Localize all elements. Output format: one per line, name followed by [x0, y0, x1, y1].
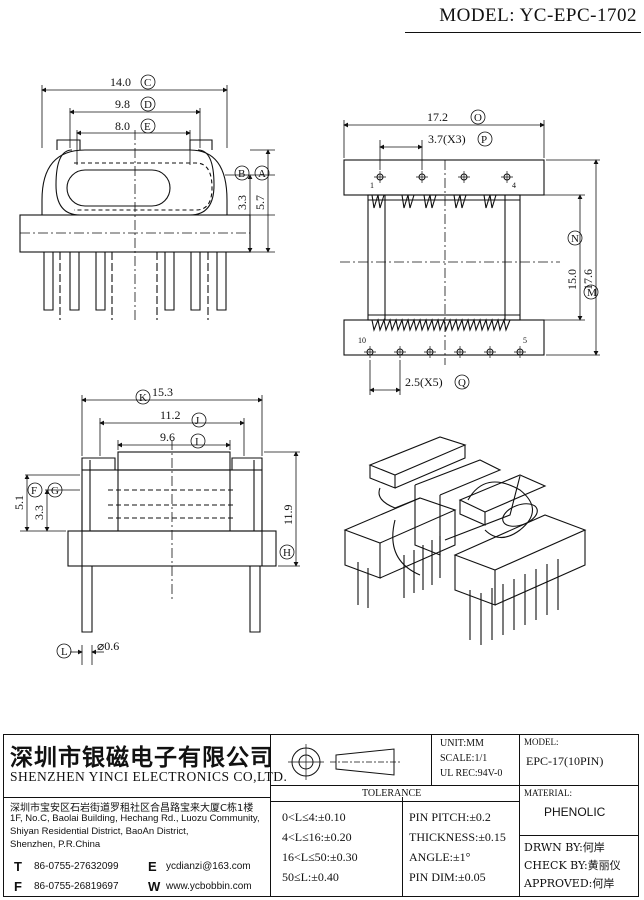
dim-11-9: 11.9 — [281, 504, 295, 525]
top-right-view — [343, 159, 545, 358]
email-label: E — [148, 859, 157, 874]
model-value: EPC-17(10PIN) — [526, 754, 604, 768]
svg-text:E: E — [144, 121, 151, 133]
pin-4-label: 4 — [512, 181, 516, 190]
address-cn: 深圳市宝安区石岩街道罗租社区合昌路宝来大厦C栋1楼 — [10, 803, 254, 814]
callout-Q: Q — [454, 374, 470, 390]
callout-K: K — [135, 389, 151, 405]
isometric-view — [343, 436, 587, 645]
scale-text: SCALE:1/1 — [440, 753, 488, 764]
dim-5-1: 5.1 — [12, 495, 26, 510]
tel-label: T — [14, 859, 22, 874]
callout-L: L — [56, 643, 72, 659]
pin-5-label: 5 — [523, 336, 527, 345]
tolerance-title: TOLERANCE — [362, 788, 422, 799]
dim-11-2: 11.2 — [160, 408, 181, 422]
callout-J: J — [191, 412, 207, 428]
svg-text:N: N — [571, 233, 579, 245]
company-name-en: SHENZHEN YINCI ELECTRONICS CO,LTD. — [10, 769, 288, 784]
callout-H: H — [279, 544, 295, 560]
callout-E: E — [140, 118, 156, 134]
model-number: MODEL: YC-EPC-1702 — [439, 5, 637, 26]
svg-text:J: J — [195, 415, 200, 427]
pin-10-label: 10 — [358, 336, 366, 345]
checked-by: CHECK BY:黄丽仪 — [524, 859, 621, 872]
svg-text:O: O — [474, 112, 482, 124]
svg-text:B: B — [238, 168, 245, 180]
email-value: ycdianzi@163.com — [166, 861, 251, 872]
dim-pitch-2-5: 2.5(X5) — [405, 375, 443, 389]
dim-3-3: 3.3 — [235, 195, 249, 210]
dim-15-3: 15.3 — [152, 385, 173, 399]
dim-9-8: 9.8 — [115, 97, 130, 111]
title-block: 深圳市银磁电子有限公司 SHENZHEN YINCI ELECTRONICS C… — [3, 734, 639, 897]
web-value: www.ycbobbin.com — [166, 881, 252, 892]
web-label: W — [148, 879, 161, 894]
unit-text: UNIT:MM — [440, 738, 484, 749]
dim-14-0: 14.0 — [110, 75, 131, 89]
thickness-tolerance: THICKNESS:±0.15 — [409, 830, 506, 844]
technical-drawing: 14.0 9.8 8.0 3.3 5.7 17.2 3.7(X3) 15.0 1… — [12, 74, 600, 665]
svg-text:C: C — [144, 77, 151, 89]
svg-text:A: A — [258, 168, 266, 180]
address-en-line1: 1F, No.C, Baolai Building, Hechang Rd., … — [10, 813, 260, 824]
approved-by: APPROVED:何岸 — [524, 877, 615, 890]
svg-text:G: G — [51, 485, 59, 497]
callout-G: G — [47, 482, 63, 498]
material-label: MATERIAL: — [524, 788, 572, 798]
callout-C: C — [140, 74, 156, 90]
projection-symbol-icon — [288, 744, 400, 780]
dim-pin-diameter: ⌀0.6 — [97, 639, 119, 653]
dim-3-3-front: 3.3 — [32, 505, 46, 520]
pin-1-label: 1 — [370, 181, 374, 190]
callout-I: I — [190, 433, 206, 449]
dim-8-0: 8.0 — [115, 119, 130, 133]
fax-value: 86-0755-26819697 — [34, 881, 119, 892]
tolerance-row-1: 0<L≤4:±0.10 — [282, 810, 346, 824]
svg-text:L: L — [61, 646, 68, 658]
address-en-line3: Shenzhen, P.R.China — [10, 839, 101, 850]
tolerance-row-4: 50≤L:±0.40 — [282, 870, 339, 884]
dim-17-2: 17.2 — [427, 110, 448, 124]
tolerance-row-3: 16<L≤50:±0.30 — [282, 850, 358, 864]
tel-value: 86-0755-27632099 — [34, 861, 119, 872]
svg-text:I: I — [195, 436, 199, 448]
svg-text:K: K — [139, 392, 147, 404]
callout-P: P — [477, 131, 493, 147]
dim-9-6: 9.6 — [160, 430, 175, 444]
drawn-by: DRWN BY:何岸 — [524, 841, 605, 854]
address-en-line2: Shiyan Residential District, BaoAn Distr… — [10, 826, 189, 837]
svg-text:F: F — [31, 485, 37, 497]
fax-label: F — [14, 879, 22, 894]
dim-15-0: 15.0 — [565, 269, 579, 290]
pin-pitch-tolerance: PIN PITCH:±0.2 — [409, 810, 491, 824]
dim-5-7: 5.7 — [253, 195, 267, 210]
svg-text:D: D — [144, 99, 152, 111]
callout-D: D — [140, 96, 156, 112]
svg-text:M: M — [587, 287, 597, 299]
callout-B: B — [234, 165, 250, 181]
ul-text: UL REC:94V-0 — [440, 768, 503, 779]
company-name-cn: 深圳市银磁电子有限公司 — [10, 745, 274, 771]
svg-text:H: H — [283, 547, 291, 559]
material-value: PHENOLIC — [544, 805, 606, 819]
pin-dim-tolerance: PIN DIM:±0.05 — [409, 870, 486, 884]
model-label: MODEL: — [524, 737, 559, 747]
dim-pitch-3-7: 3.7(X3) — [428, 132, 466, 146]
callout-N: N — [567, 230, 583, 246]
callout-O: O — [470, 109, 486, 125]
angle-tolerance: ANGLE:±1° — [409, 850, 471, 864]
callout-F: F — [27, 482, 43, 498]
callout-A: A — [254, 165, 270, 181]
svg-text:Q: Q — [458, 377, 466, 389]
callout-M: M — [583, 284, 599, 300]
svg-text:P: P — [481, 134, 487, 146]
tolerance-row-2: 4<L≤16:±0.20 — [282, 830, 352, 844]
model-header: MODEL: YC-EPC-1702 — [405, 2, 641, 33]
